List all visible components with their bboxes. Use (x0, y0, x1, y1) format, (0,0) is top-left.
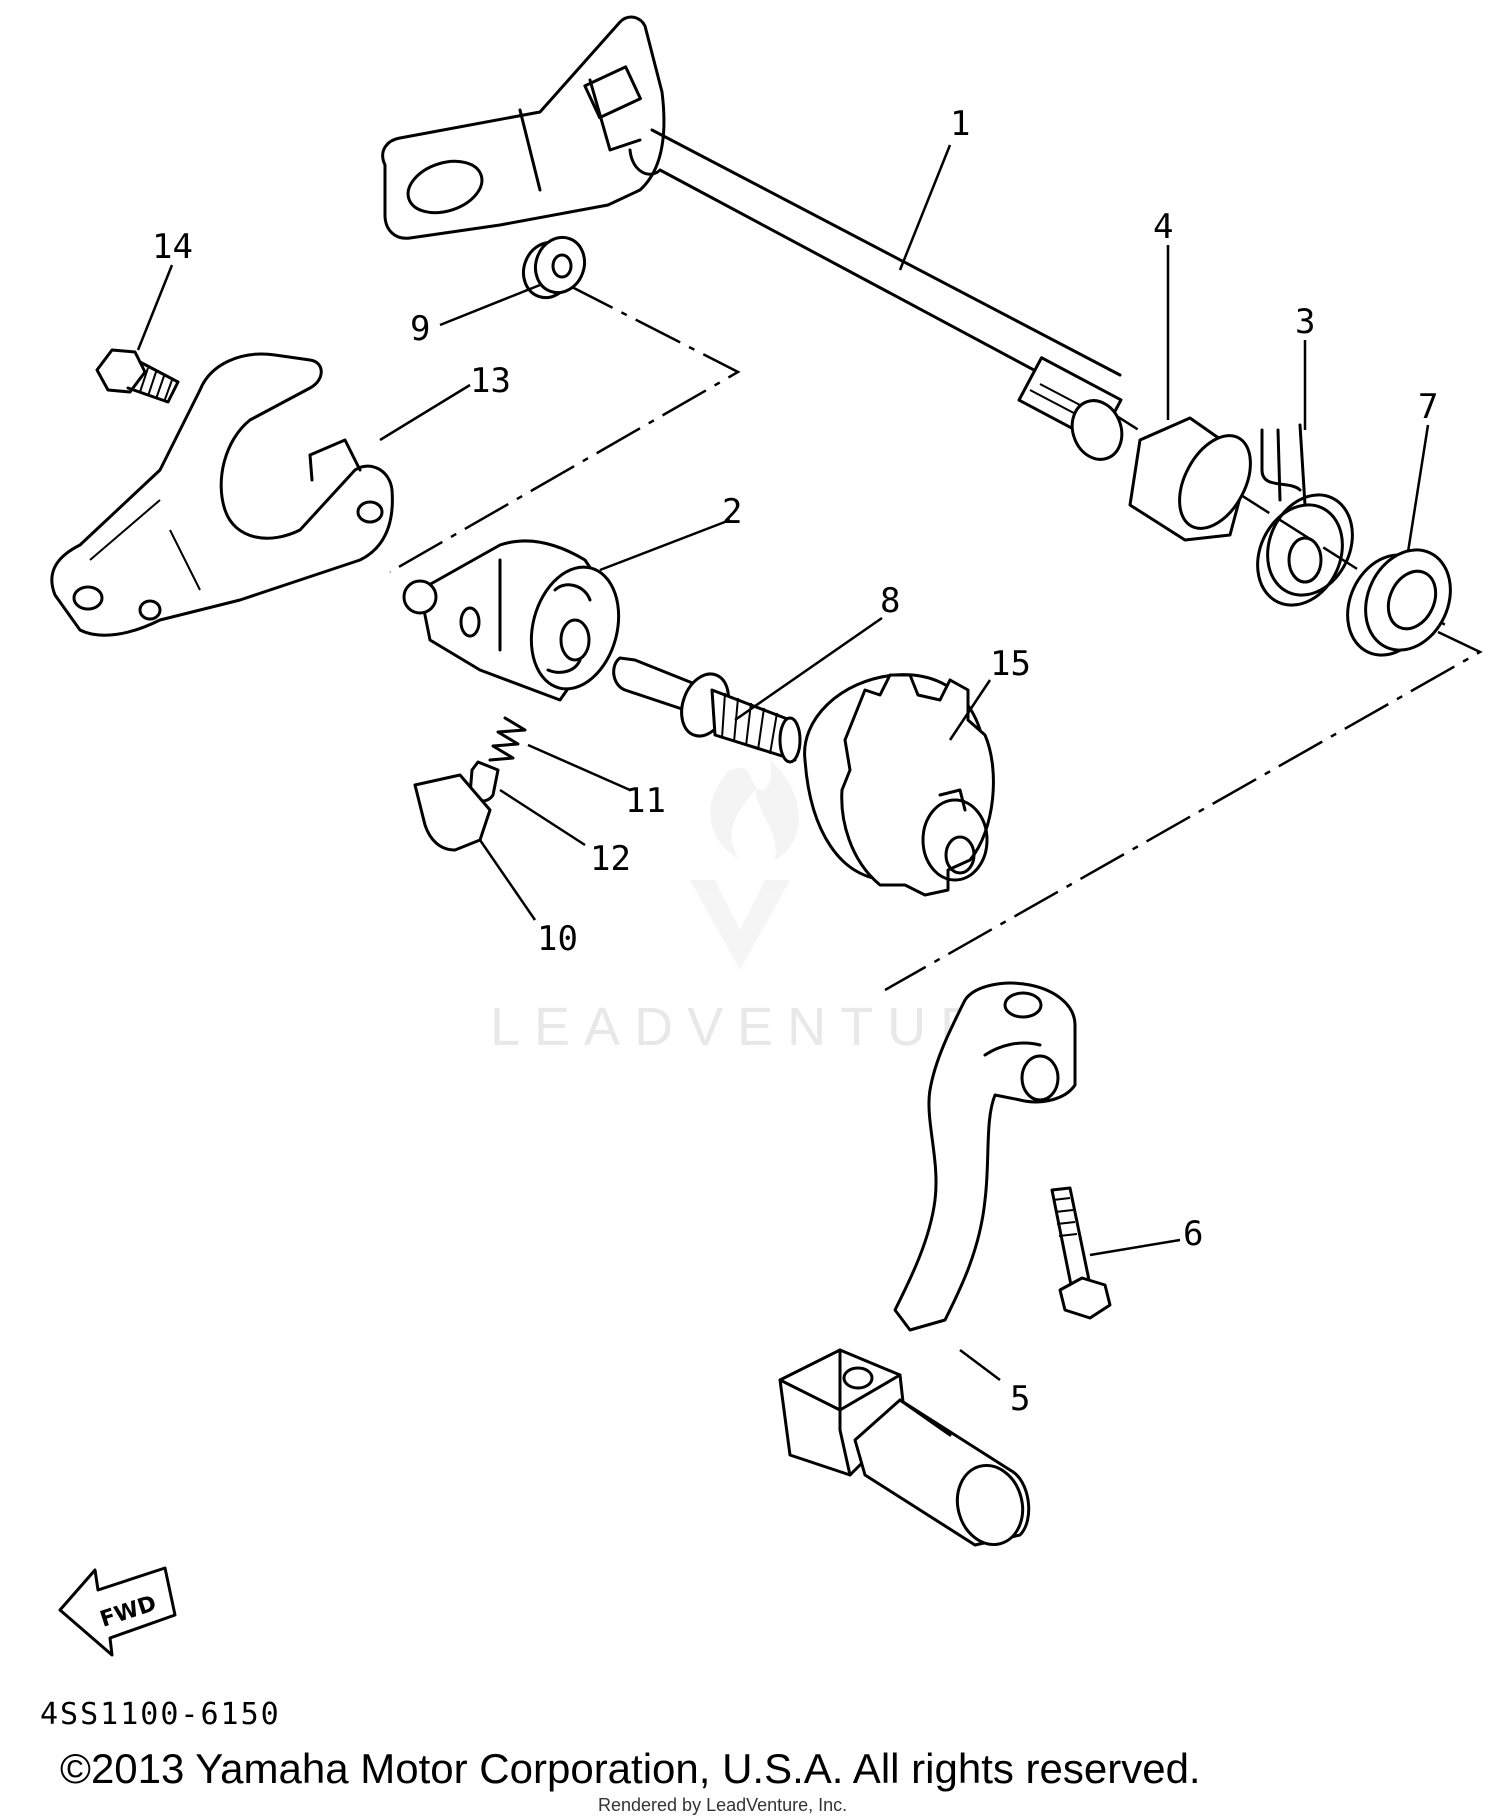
leadventure-watermark-logo (690, 760, 799, 970)
part-shift-pedal (778, 981, 1077, 1547)
part-washer (521, 235, 587, 300)
callout-6: 6 (1183, 1214, 1203, 1254)
part-bolt-small (95, 348, 180, 404)
leader-lines (136, 144, 1430, 1381)
diagram-code: 4SS1100-6150 (40, 1697, 281, 1732)
callout-5: 5 (1010, 1379, 1030, 1419)
part-shift-segment (402, 539, 621, 702)
part-spring-small (488, 716, 527, 762)
callout-12: 12 (590, 839, 631, 879)
part-oil-seal (1346, 548, 1452, 657)
fwd-arrow-icon: FWD (58, 1566, 177, 1657)
callout-4: 4 (1153, 207, 1173, 247)
part-torsion-spring (1256, 423, 1354, 607)
part-stopper-bolt (612, 656, 802, 764)
part-shift-drum-segment (803, 673, 995, 897)
callout-8: 8 (880, 581, 900, 621)
callout-2: 2 (722, 492, 742, 532)
callout-11: 11 (625, 781, 666, 821)
callout-3: 3 (1295, 302, 1315, 342)
part-shift-shaft (381, 15, 1124, 461)
callout-14: 14 (152, 227, 193, 267)
part-pedal-bolt (1050, 1186, 1112, 1320)
rendered-by-notice: Rendered by LeadVenture, Inc. (598, 1795, 848, 1815)
part-stopper-plate (50, 352, 394, 637)
callout-9: 9 (410, 309, 430, 349)
copyright-notice: ©2013 Yamaha Motor Corporation, U.S.A. A… (60, 1745, 1201, 1792)
callout-13: 13 (470, 361, 511, 401)
callout-15: 15 (990, 644, 1031, 684)
part-guide-plate (413, 773, 492, 852)
callout-10: 10 (537, 919, 578, 959)
callout-labels: 1 2 3 4 5 6 7 8 9 10 11 12 13 14 15 (152, 104, 1438, 1419)
callout-1: 1 (950, 104, 970, 144)
callout-7: 7 (1418, 387, 1438, 427)
part-collar (1128, 416, 1252, 542)
watermark-text: LEADVENTURE (490, 997, 1043, 1057)
